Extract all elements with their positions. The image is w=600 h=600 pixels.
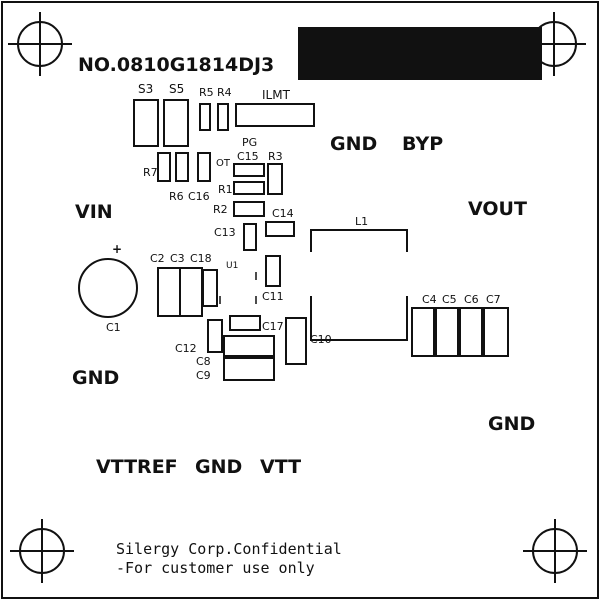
c9-footprint <box>223 357 275 381</box>
label-c18: C18 <box>190 252 212 265</box>
label-c8: C8 <box>196 355 211 368</box>
label-c10: C10 <box>310 333 332 346</box>
r5-footprint <box>199 103 211 131</box>
label-c5: C5 <box>442 293 457 306</box>
l1-footprint <box>310 229 408 341</box>
label-gnd-left: GND <box>72 367 119 389</box>
label-c7: C7 <box>486 293 501 306</box>
c8-footprint <box>223 335 275 357</box>
c10-footprint <box>285 317 307 365</box>
u1-footprint <box>219 272 257 304</box>
footer-line-1: Silergy Corp.Confidential <box>116 540 342 558</box>
c6-footprint <box>459 307 483 357</box>
label-c16: C16 <box>188 190 210 203</box>
label-c1: C1 <box>106 321 121 334</box>
label-r5: R5 <box>199 86 214 99</box>
label-c12: C12 <box>175 342 197 355</box>
c5-footprint <box>435 307 459 357</box>
label-pg: PG <box>242 136 257 149</box>
mounting-hole-top-left <box>8 12 72 76</box>
c7-footprint <box>483 307 509 357</box>
label-c14: C14 <box>272 207 294 220</box>
c13-footprint <box>243 223 257 251</box>
label-c13: C13 <box>214 226 236 239</box>
label-r4: R4 <box>217 86 232 99</box>
label-r2: R2 <box>213 203 228 216</box>
label-r6: R6 <box>169 190 184 203</box>
s5-footprint <box>163 99 189 147</box>
label-c11: C11 <box>262 290 284 303</box>
label-gnd-bottom: GND <box>195 456 242 478</box>
label-r1: R1 <box>218 183 233 196</box>
r7-footprint <box>157 152 171 182</box>
c17-footprint <box>229 315 261 331</box>
mounting-hole-bottom-right <box>523 519 587 583</box>
r3-footprint <box>267 163 283 195</box>
s3-footprint <box>133 99 159 147</box>
r6-footprint <box>175 152 189 182</box>
c18-footprint <box>202 269 218 307</box>
c16-footprint <box>197 152 211 182</box>
c3-footprint <box>179 267 203 317</box>
label-block <box>298 27 542 80</box>
label-r3: R3 <box>268 150 283 163</box>
label-u1: U1 <box>226 261 238 271</box>
r1-footprint <box>233 181 265 195</box>
label-gnd-top: GND <box>330 133 377 155</box>
label-c1-plus: + <box>112 242 122 256</box>
label-l1: L1 <box>355 215 368 228</box>
label-vin: VIN <box>75 201 113 223</box>
c2-footprint <box>157 267 181 317</box>
label-r7: R7 <box>143 166 158 179</box>
label-c2: C2 <box>150 252 165 265</box>
label-byp: BYP <box>402 133 443 155</box>
mounting-hole-bottom-left <box>10 519 74 583</box>
r4-footprint <box>217 103 229 131</box>
footer-line-2: -For customer use only <box>116 559 315 577</box>
label-vout: VOUT <box>468 198 527 220</box>
c15-footprint <box>233 163 265 177</box>
label-c15: C15 <box>237 150 259 163</box>
label-c4: C4 <box>422 293 437 306</box>
label-c9: C9 <box>196 369 211 382</box>
label-vtt: VTT <box>260 456 301 478</box>
c4-footprint <box>411 307 435 357</box>
ilmt-footprint <box>235 103 315 127</box>
c1-footprint <box>78 258 138 318</box>
label-ilmt: ILMT <box>262 88 291 102</box>
label-c17: C17 <box>262 320 284 333</box>
label-gnd-right: GND <box>488 413 535 435</box>
label-vttref: VTTREF <box>96 456 178 478</box>
c14-footprint <box>265 221 295 237</box>
label-c3: C3 <box>170 252 185 265</box>
label-s3: S3 <box>138 82 153 96</box>
label-c6: C6 <box>464 293 479 306</box>
c11-footprint <box>265 255 281 287</box>
c12-footprint <box>207 319 223 353</box>
label-ot: OT <box>216 158 231 169</box>
label-s5: S5 <box>169 82 184 96</box>
r2-footprint <box>233 201 265 217</box>
board-number: NO.0810G1814DJ3 <box>78 54 274 76</box>
